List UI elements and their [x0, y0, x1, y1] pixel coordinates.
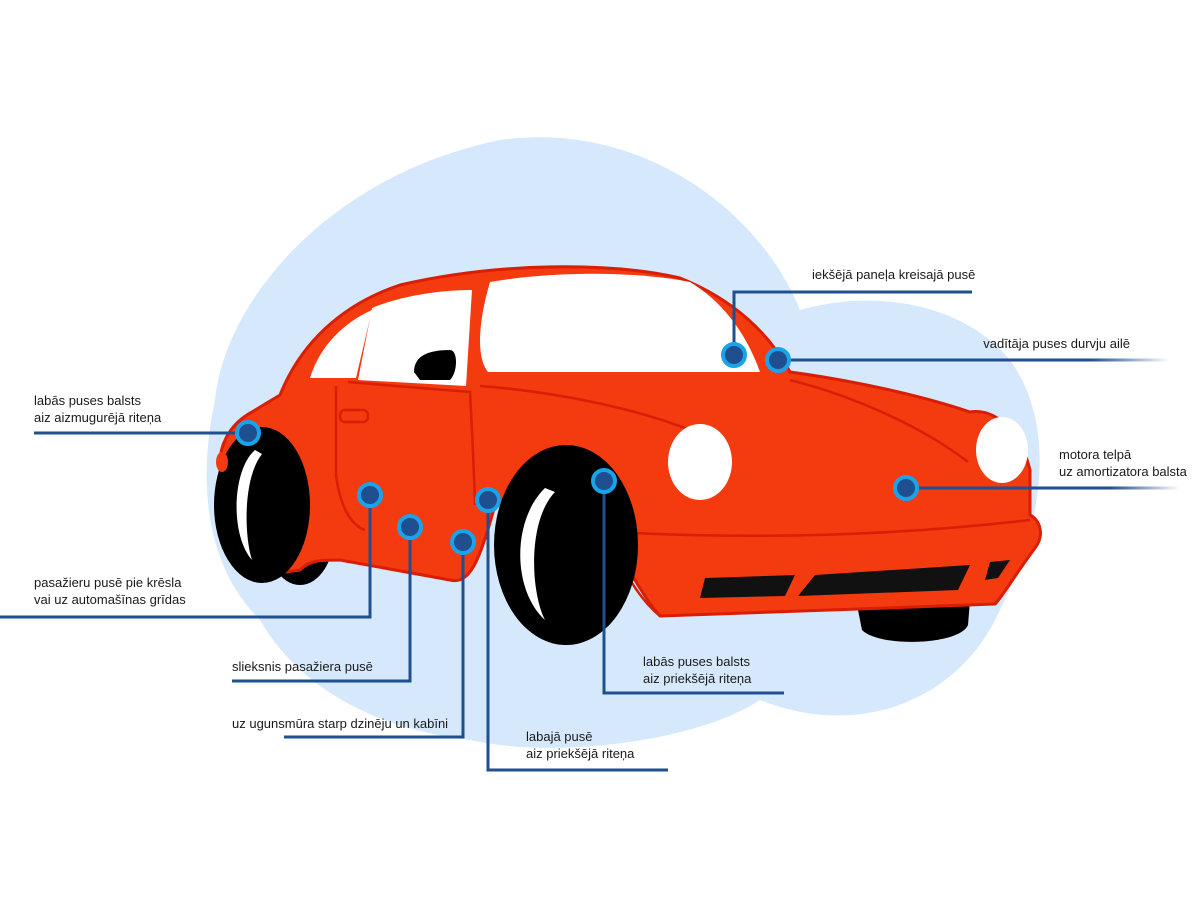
label-line: uz ugunsmūra starp dzinēju un kabīni: [232, 716, 449, 731]
label-right-pillar-rear: labās puses balsts aiz aizmugurējā riteņ…: [34, 392, 161, 426]
marker-inner-panel[interactable]: [721, 342, 747, 368]
label-line: motora telpā: [1059, 447, 1132, 462]
marker-right-side-front[interactable]: [475, 487, 501, 513]
rear-near-tire: [214, 427, 310, 583]
leader-inner-panel: [732, 290, 972, 355]
marker-right-pillar-front[interactable]: [591, 468, 617, 494]
marker-engine-bay[interactable]: [893, 475, 919, 501]
door-handle: [338, 408, 370, 424]
marker-right-pillar-rear[interactable]: [235, 420, 261, 446]
leader-firewall: [284, 542, 465, 739]
front-far-tire: [858, 600, 970, 642]
label-line: vai uz automašīnas grīdas: [34, 592, 186, 607]
marker-driver-door[interactable]: [765, 347, 791, 373]
front-wheel-highlight: [520, 488, 555, 620]
grille-vent-center: [798, 565, 970, 596]
label-driver-door-opening: vadītāja puses durvju ailē: [983, 335, 1130, 352]
label-right-pillar-front: labās puses balsts aiz priekšējā riteņa: [643, 653, 751, 687]
label-inner-panel-left: iekšējā paneļa kreisajā pusē: [812, 266, 975, 283]
marker-passenger-seat[interactable]: [357, 482, 383, 508]
label-line: labās puses balsts: [643, 654, 750, 669]
label-line: aiz aizmugurējā riteņa: [34, 410, 162, 425]
label-passenger-seat: pasažieru pusē pie krēsla vai uz automaš…: [34, 574, 186, 608]
label-line: pasažieru pusē pie krēsla: [34, 575, 182, 590]
label-firewall: uz ugunsmūra starp dzinēju un kabīni: [232, 715, 448, 732]
label-line: aiz priekšējā riteņa: [643, 671, 752, 686]
taillight: [216, 452, 228, 472]
marker-firewall[interactable]: [450, 529, 476, 555]
label-line: labās puses balsts: [34, 393, 141, 408]
leader-right-pillar-front: [602, 481, 784, 695]
door-line: [334, 380, 477, 532]
leader-passenger-seat: [0, 495, 372, 619]
leader-right-side-front: [486, 500, 668, 772]
label-line: iekšējā paneļa kreisajā pusē: [812, 267, 976, 282]
rear-quarter-window: [310, 310, 372, 378]
label-sill-passenger: slieksnis pasažiera pusē: [232, 658, 373, 675]
label-right-side-front: labajā pusē aiz priekšējā riteņa: [526, 728, 634, 762]
label-engine-bay: motora telpā uz amortizatora balsta: [1059, 446, 1187, 480]
location-markers: [235, 342, 919, 555]
car-illustration: [214, 265, 1042, 645]
windshield: [480, 273, 760, 372]
right-headlight: [976, 417, 1028, 483]
label-line: uz amortizatora balsta: [1059, 464, 1187, 479]
hood-line: [479, 384, 691, 432]
label-line: aiz priekšējā riteņa: [526, 746, 635, 761]
leader-lines: [0, 290, 1110, 772]
side-mirror: [414, 350, 456, 380]
label-line: labajā pusē: [526, 729, 593, 744]
grille-vent-right: [985, 560, 1010, 580]
rear-wheel-highlight: [236, 450, 262, 560]
grille-vent-left: [700, 575, 795, 598]
leader-sill: [232, 527, 412, 683]
marker-sill[interactable]: [397, 514, 423, 540]
left-headlight: [668, 424, 732, 500]
hood-crease: [789, 378, 969, 463]
front-near-tire: [494, 445, 638, 645]
label-line: slieksnis pasažiera pusē: [232, 659, 373, 674]
label-line: vadītāja puses durvju ailē: [983, 336, 1130, 351]
